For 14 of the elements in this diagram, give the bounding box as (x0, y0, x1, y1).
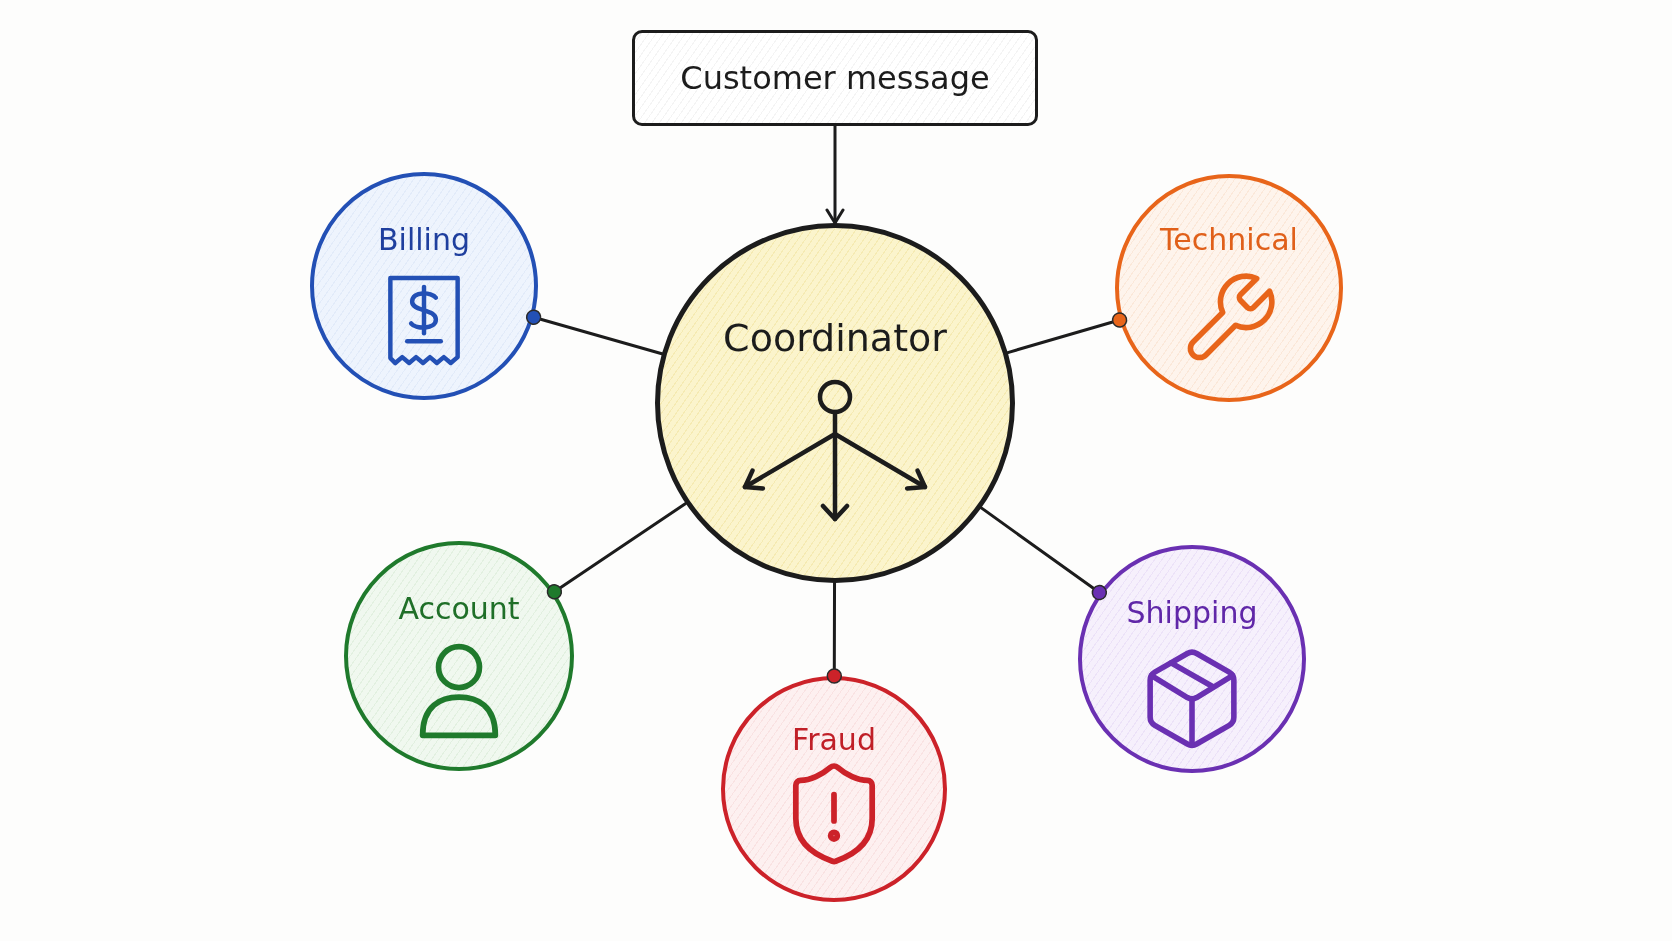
connector-line (525, 309, 664, 356)
node-label: Fraud (792, 722, 876, 758)
connector-line (1006, 312, 1128, 355)
node-label: Coordinator (723, 316, 947, 362)
node-label: Technical (1160, 222, 1298, 258)
message-box (632, 30, 1038, 126)
arrow (825, 124, 845, 225)
connector-line (979, 506, 1108, 601)
node-label: Shipping (1126, 595, 1258, 631)
node-label: Customer message (680, 58, 990, 98)
node-label: Account (398, 591, 520, 627)
connector-line (546, 502, 688, 600)
node-label: Billing (378, 222, 470, 258)
connector-line (826, 581, 843, 684)
